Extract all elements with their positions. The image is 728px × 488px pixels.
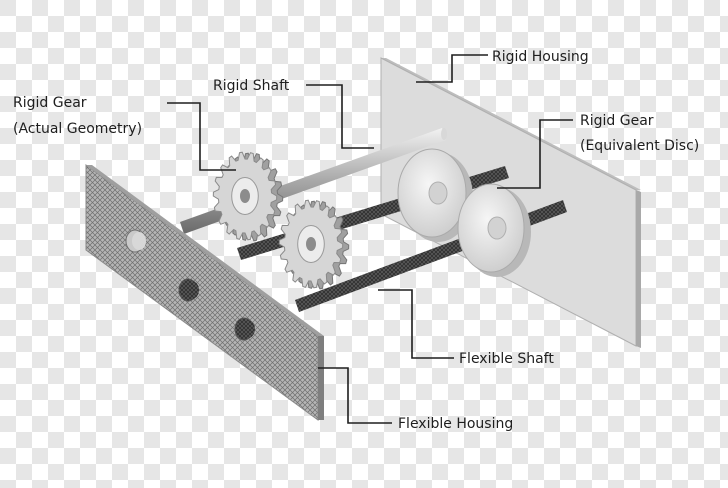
equivalent-disc-lower	[457, 183, 531, 277]
label-rigid-gear-actual-line2: (Actual Geometry)	[13, 121, 143, 137]
leader-rigid-shaft	[306, 84, 374, 149]
label-rigid-gear-actual-line1: Rigid Gear	[13, 95, 87, 111]
label-rigid-gear-equiv-line2: (Equivalent Disc)	[580, 138, 700, 154]
label-flexible-shaft: Flexible Shaft	[459, 351, 554, 367]
leader-rigid-housing	[416, 54, 488, 83]
actual-gear-upper	[212, 151, 284, 242]
leader-rigid-gear-actual	[167, 102, 236, 171]
label-flexible-housing: Flexible Housing	[398, 416, 514, 432]
leader-lines	[167, 54, 573, 424]
leader-flexible-housing	[318, 367, 392, 424]
leader-flexible-shaft	[378, 289, 454, 359]
flexible-housing-plate	[85, 164, 324, 421]
housing-boss-2	[178, 278, 199, 302]
leader-rigid-gear-equiv	[497, 119, 573, 189]
equivalent-disc-upper	[397, 148, 473, 242]
actual-gear-lower	[278, 199, 350, 290]
label-rigid-housing: Rigid Housing	[492, 49, 589, 65]
label-rigid-shaft: Rigid Shaft	[213, 78, 290, 94]
housing-boss-3	[234, 317, 255, 341]
label-rigid-gear-equiv-line1: Rigid Gear	[580, 113, 654, 129]
housing-boss-1	[125, 229, 146, 253]
